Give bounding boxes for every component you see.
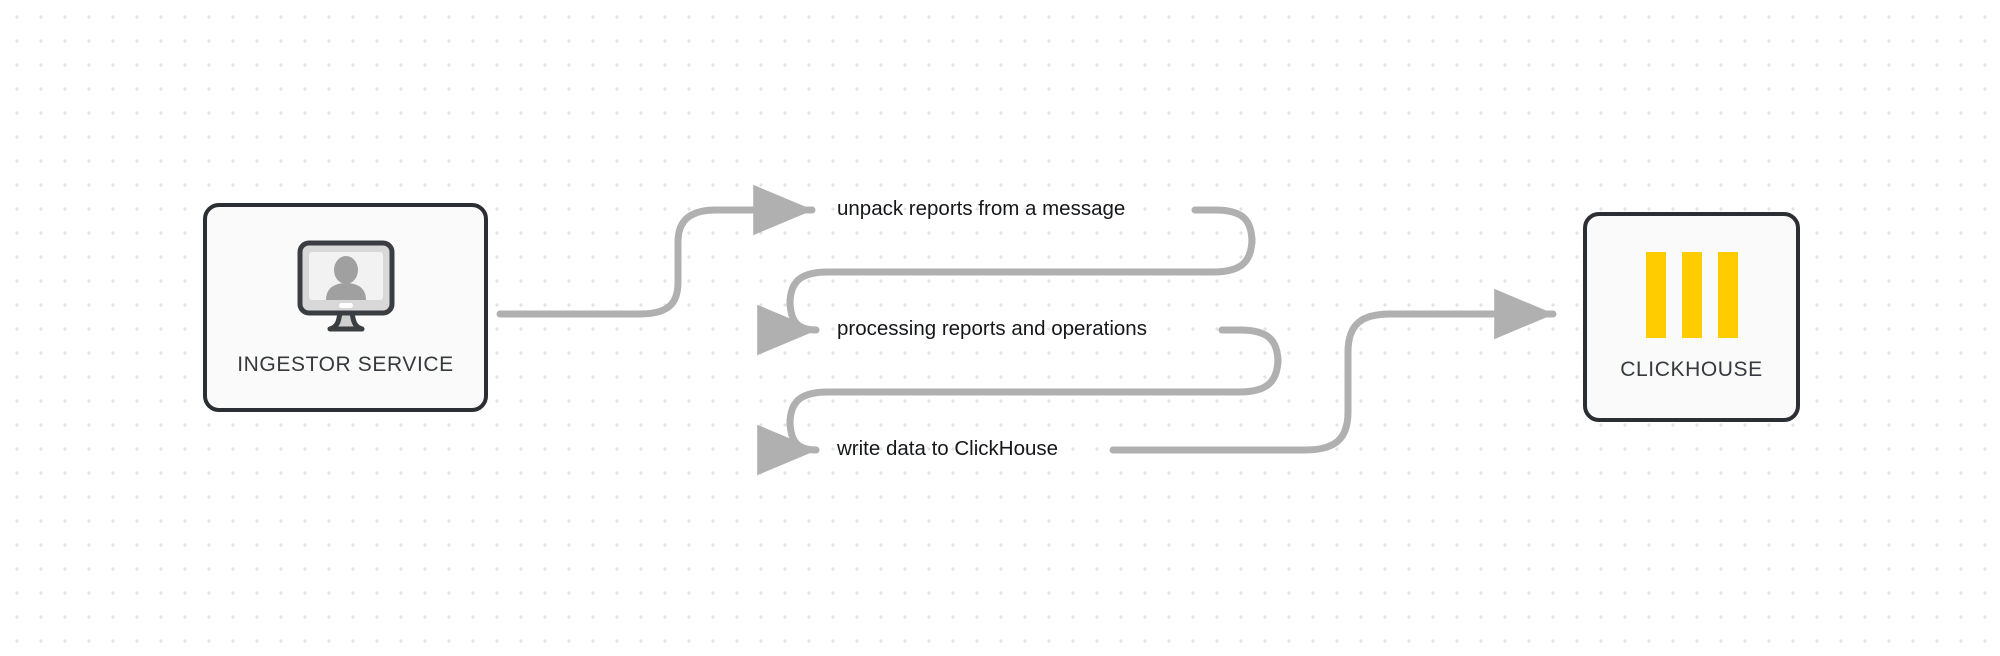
node-clickhouse-label: CLICKHOUSE [1620,358,1763,381]
node-ingestor-service-label: INGESTOR SERVICE [237,352,454,376]
node-clickhouse[interactable]: CLICKHOUSE [1583,212,1800,422]
edge-label-processing-reports: processing reports and operations [837,317,1147,340]
clickhouse-logo-icon [1645,252,1738,338]
edge-label-write-data: write data to ClickHouse [837,437,1059,460]
edge-step3-to-clickhouse [1109,288,1557,454]
clickhouse-bar [1717,252,1738,338]
clickhouse-bar [1681,252,1702,338]
clickhouse-bar [1645,252,1666,338]
edge-step1-to-step2 [757,206,1256,356]
edge-label-unpack-reports: unpack reports from a message [837,197,1126,220]
node-ingestor-service[interactable]: INGESTOR SERVICE [203,203,488,412]
edge-ingestor-to-step1 [496,184,816,318]
edge-step2-to-step3 [757,326,1282,476]
monitor-user-icon [294,239,398,335]
